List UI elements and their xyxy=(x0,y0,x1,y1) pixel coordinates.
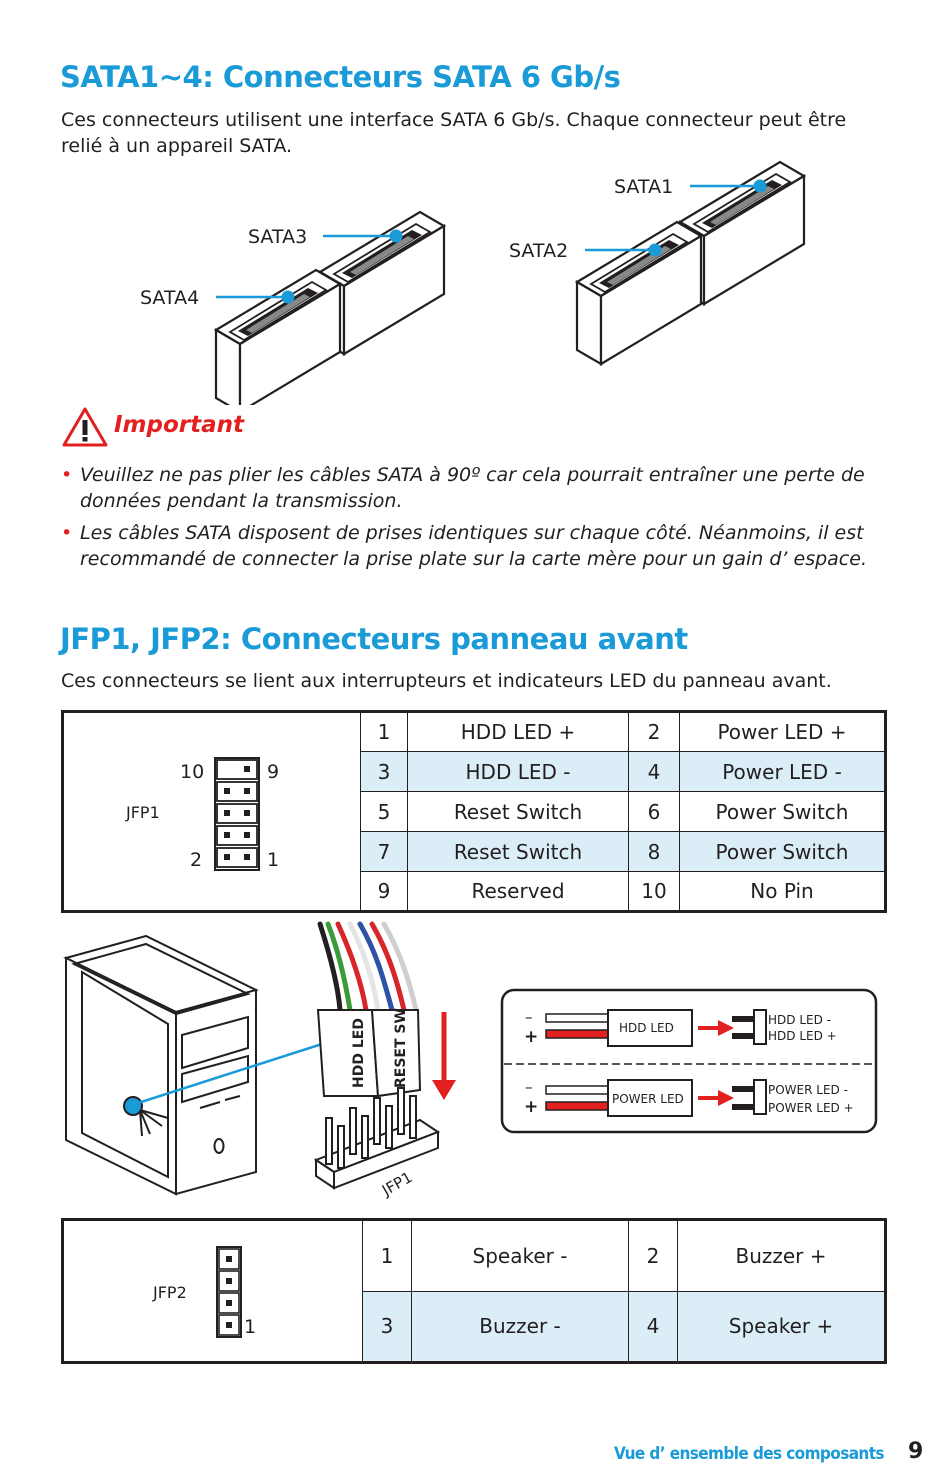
hdd-led-connector-label: HDD LED xyxy=(351,1018,367,1088)
jfp1-pin2-label: 2 xyxy=(190,849,202,871)
pin-number: 5 xyxy=(360,791,408,832)
important-title: Important xyxy=(114,412,245,438)
pin-signal: Power Switch xyxy=(679,791,886,832)
pin-signal: Buzzer - xyxy=(411,1290,629,1363)
pin-number: 10 xyxy=(628,871,680,912)
jfp1-pin-diagram: 10 9 2 1 JFP1 xyxy=(62,711,361,912)
pin-signal: Power Switch xyxy=(679,831,886,872)
power-led-plus-label: POWER LED + xyxy=(768,1101,854,1115)
pin-signal: Reset Switch xyxy=(407,831,629,872)
pin-signal: No Pin xyxy=(679,871,886,912)
pin-number: 3 xyxy=(362,1290,412,1363)
pin-number: 4 xyxy=(628,1290,678,1363)
sata1-label: SATA1 xyxy=(614,176,673,198)
jfp1-label: JFP1 xyxy=(125,803,160,822)
jfp2-pin-table: JFP2 1 1 Speaker - 2 Buzzer + 3 Buzzer -… xyxy=(61,1218,887,1364)
pin-number: 3 xyxy=(360,751,408,792)
pin-number: 7 xyxy=(360,831,408,872)
pin-number: 6 xyxy=(628,791,680,832)
pin-signal: Reset Switch xyxy=(407,791,629,832)
pin-signal: Speaker + xyxy=(677,1290,886,1363)
table-row: 7 Reset Switch 8 Power Switch xyxy=(63,831,886,872)
pin-number: 9 xyxy=(360,871,408,912)
table-row: JFP2 1 1 Speaker - 2 Buzzer + xyxy=(62,1219,886,1363)
bullet-dot: • xyxy=(61,464,73,486)
sata-connectors-diagram: SATA1 SATA2 SATA3 SATA4 xyxy=(140,160,806,405)
jfp1-pin-table: 10 9 2 1 JFP1 1 HDD LED + 2 Power LED + … xyxy=(61,710,887,913)
important-list: •Veuillez ne pas plier les câbles SATA à… xyxy=(61,462,891,578)
table-row: 10 9 2 1 JFP1 1 HDD LED + 2 Power LED + xyxy=(62,711,886,912)
footer-section-label: Vue d’ ensemble des composants xyxy=(614,1444,885,1464)
jfp2-label: JFP2 xyxy=(152,1283,187,1302)
page-number: 9 xyxy=(908,1439,924,1464)
table-row: 5 Reset Switch 6 Power Switch xyxy=(63,791,886,832)
sata3-label: SATA3 xyxy=(248,226,307,248)
sata2-label: SATA2 xyxy=(509,240,568,262)
hdd-led-plus-label: HDD LED + xyxy=(768,1029,837,1043)
pin-signal: Power LED + xyxy=(679,711,886,752)
sata-description: Ces connecteurs utilisent une interface … xyxy=(61,109,847,157)
pin-number: 2 xyxy=(628,1219,678,1292)
pin-number: 2 xyxy=(628,711,680,752)
hdd-led-minus-label: HDD LED - xyxy=(768,1013,831,1027)
pin-number: 1 xyxy=(362,1219,412,1292)
jfp2-pin-diagram: JFP2 1 xyxy=(62,1219,363,1363)
table-row: 3 Buzzer - 4 Speaker + xyxy=(63,1290,886,1363)
hdd-led-plug-label: HDD LED xyxy=(619,1021,674,1035)
power-minus-symbol: – xyxy=(525,1078,533,1096)
pin-signal: Power LED - xyxy=(679,751,886,792)
warning-icon xyxy=(62,407,108,447)
pin-number: 8 xyxy=(628,831,680,872)
jfp-section-title: JFP1, JFP2: Connecteurs panneau avant xyxy=(60,622,688,656)
power-plus-symbol: + xyxy=(524,1097,538,1117)
pin-number: 4 xyxy=(628,751,680,792)
jfp1-pin9-label: 9 xyxy=(267,761,279,783)
pc-case-icon xyxy=(63,934,259,1196)
jfp1-pin1-label: 1 xyxy=(267,849,279,871)
jfp1-pin10-label: 10 xyxy=(180,761,204,783)
pin-signal: Speaker - xyxy=(411,1219,629,1292)
sata-section-title: SATA1~4: Connecteurs SATA 6 Gb/s xyxy=(60,60,621,94)
pin-signal: HDD LED + xyxy=(407,711,629,752)
important-bullet: •Veuillez ne pas plier les câbles SATA à… xyxy=(61,464,865,512)
jfp2-pin1-label: 1 xyxy=(244,1316,256,1338)
reset-sw-connector-label: RESET SW xyxy=(393,1008,409,1088)
pin-number: 1 xyxy=(360,711,408,752)
pin-signal: HDD LED - xyxy=(407,751,629,792)
power-led-minus-label: POWER LED - xyxy=(768,1083,848,1097)
table-row: 9 Reserved 10 No Pin xyxy=(63,871,886,912)
pin-signal: Buzzer + xyxy=(677,1219,886,1292)
power-led-plug-label: POWER LED xyxy=(612,1092,684,1106)
bullet-dot: • xyxy=(61,522,73,544)
jfp-description: Ces connecteurs se lient aux interrupteu… xyxy=(61,670,832,692)
sata4-label: SATA4 xyxy=(140,287,199,309)
table-row: 3 HDD LED - 4 Power LED - xyxy=(63,751,886,792)
hdd-plus-symbol: + xyxy=(524,1027,538,1047)
front-panel-illustration: HDD LED RESET SW JFP1 – + HDD LED HDD LE… xyxy=(63,921,878,1200)
hdd-minus-symbol: – xyxy=(525,1008,533,1026)
important-bullet: •Les câbles SATA disposent de prises ide… xyxy=(61,522,867,570)
pin-signal: Reserved xyxy=(407,871,629,912)
jfp1-header-label: JFP1 xyxy=(378,1168,415,1200)
